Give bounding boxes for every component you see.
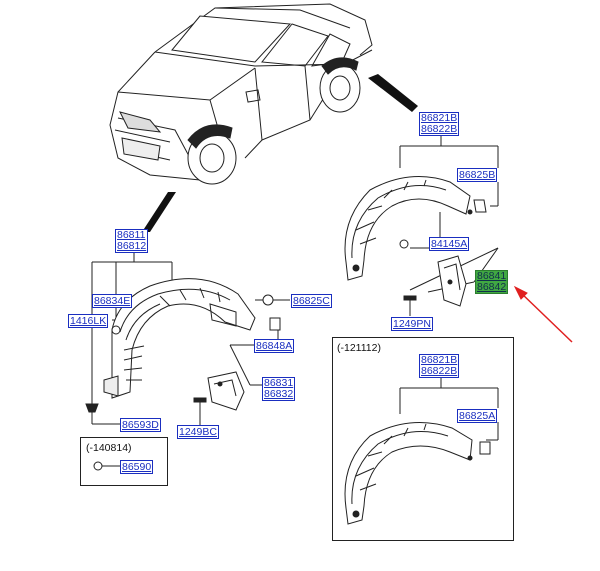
label-86825a[interactable]: 86825A xyxy=(457,409,498,423)
old-rear-group-lines xyxy=(399,378,499,441)
rear-variant-box xyxy=(332,337,514,541)
front-mudguard xyxy=(207,371,245,411)
label-84145a[interactable]: 84145A xyxy=(429,237,470,251)
front-mudguard-hole xyxy=(217,381,223,387)
label-rear-liner[interactable]: 86821B 86822B xyxy=(419,112,460,136)
front-nut-86825c xyxy=(262,294,274,306)
front-variant-box xyxy=(80,437,168,486)
label-86842: 86842 xyxy=(477,281,507,293)
label-rear-mudguard[interactable]: 86841 86842 xyxy=(475,270,509,294)
label-86812: 86812 xyxy=(117,240,147,252)
front-wheel-liner xyxy=(103,278,256,399)
front-retainer-86848a xyxy=(269,317,281,331)
label-86811: 86811 xyxy=(117,229,146,241)
label-86841: 86841 xyxy=(477,270,507,282)
label-old-86821b: 86821B xyxy=(421,354,458,366)
old-rear-wheel-liner xyxy=(344,422,473,525)
label-86825b[interactable]: 86825B xyxy=(457,168,498,182)
label-86831: 86831 xyxy=(264,377,294,389)
front-bolt-part xyxy=(193,397,207,403)
rear-clip-part xyxy=(473,199,487,213)
label-front-mudguard[interactable]: 86831 86832 xyxy=(262,377,296,401)
red-arrow-icon xyxy=(513,285,573,343)
label-86848a[interactable]: 86848A xyxy=(254,339,295,353)
old-rear-clip-part xyxy=(479,441,491,455)
label-86825c[interactable]: 86825C xyxy=(291,294,332,308)
label-1249bc[interactable]: 1249BC xyxy=(177,425,219,439)
rear-bolt-part xyxy=(403,295,417,301)
front-clip-part xyxy=(111,325,121,335)
label-86832: 86832 xyxy=(264,388,294,400)
label-1249pn[interactable]: 1249PN xyxy=(391,317,433,331)
front-screw-part xyxy=(85,403,99,413)
label-old-rear-liner[interactable]: 86821B 86822B xyxy=(419,354,460,378)
label-86593d[interactable]: 86593D xyxy=(120,418,161,432)
label-86590[interactable]: 86590 xyxy=(120,460,154,474)
label-front-liner[interactable]: 86811 86812 xyxy=(115,229,149,253)
rear-variant-note: (-121112) xyxy=(337,342,381,354)
label-86822b: 86822B xyxy=(421,123,458,135)
suv-illustration xyxy=(109,3,373,185)
label-86834e[interactable]: 86834E xyxy=(92,294,133,308)
label-86821b: 86821B xyxy=(421,112,458,124)
rear-fastener-part xyxy=(399,239,409,249)
front-variant-note: (-140814) xyxy=(86,442,132,454)
rear-wheel-liner xyxy=(344,176,473,281)
label-1416lk[interactable]: 1416LK xyxy=(68,314,109,328)
label-old-86822b: 86822B xyxy=(421,365,458,377)
